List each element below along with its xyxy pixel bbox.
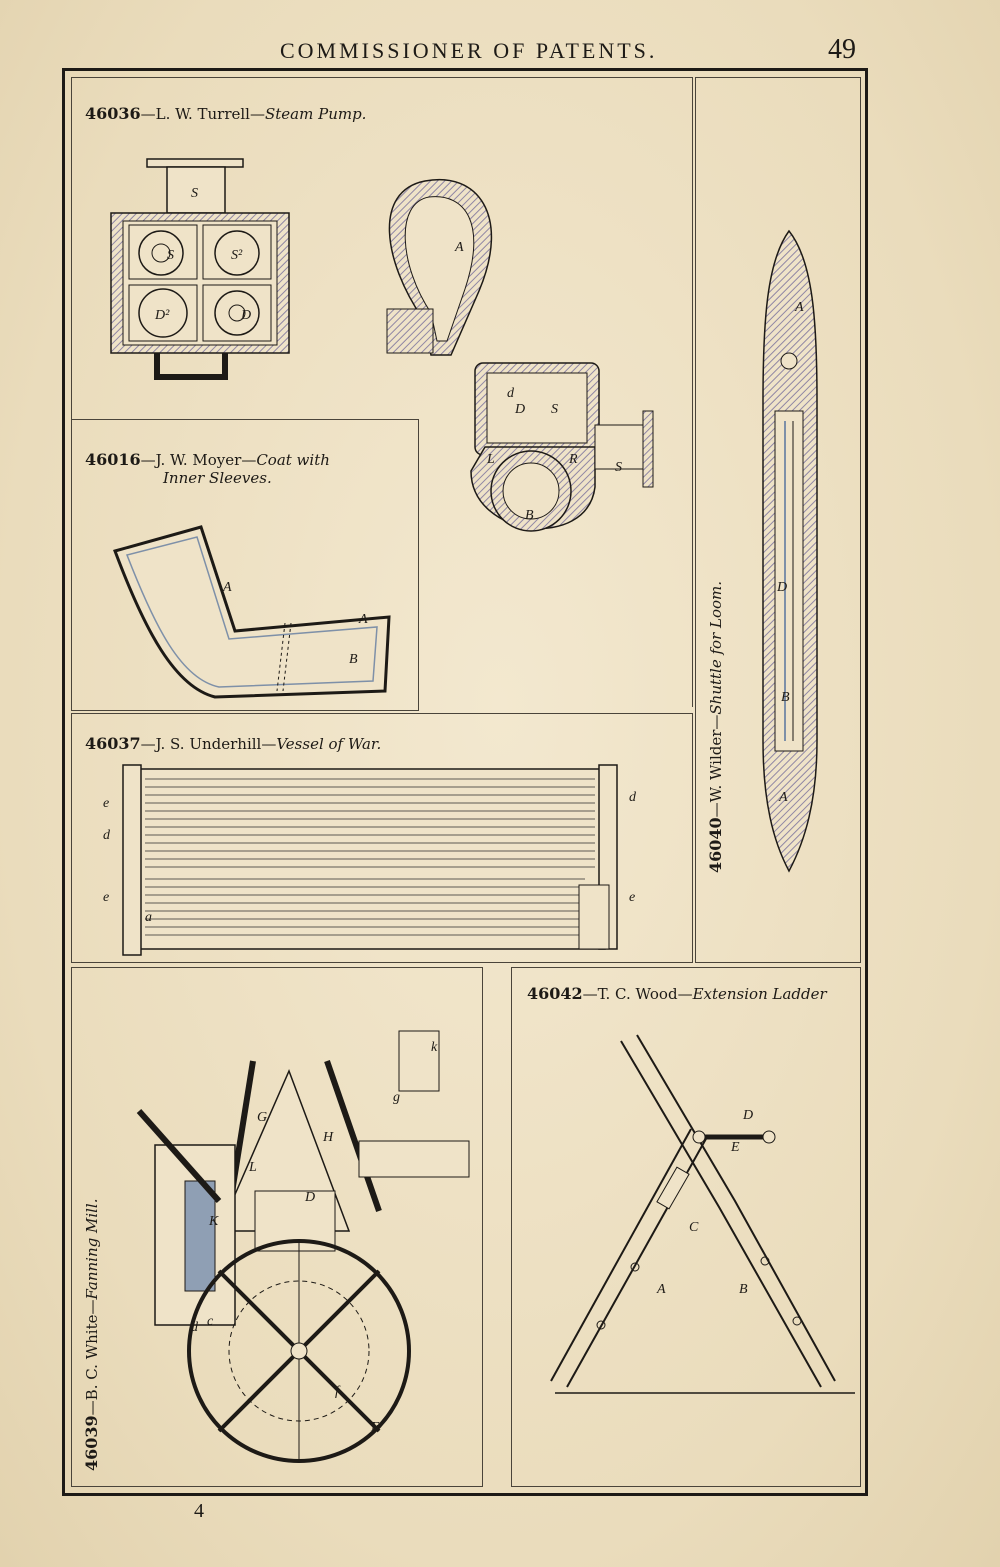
svg-text:A: A	[222, 580, 232, 595]
svg-text:S: S	[551, 402, 558, 417]
invention-title: Fanning Mill.	[83, 1198, 101, 1300]
svg-text:C: C	[689, 1220, 699, 1235]
inventor: W. Wilder	[707, 729, 725, 803]
panel-ladder	[511, 967, 861, 1487]
svg-text:B: B	[781, 690, 790, 705]
patent-plate: 46036—L. W. Turrell—Steam Pump. 46016—J.…	[62, 68, 868, 1496]
steam-pump-drawing: S S S² D² D A d D S L R S B	[110, 158, 654, 532]
invention-title: Steam Pump.	[264, 105, 367, 123]
svg-text:A: A	[778, 790, 788, 805]
svg-text:A: A	[794, 300, 804, 315]
svg-text:D²: D²	[154, 308, 170, 323]
svg-text:B: B	[349, 652, 358, 667]
svg-text:E: E	[730, 1140, 740, 1155]
panel-steam-pump	[71, 77, 693, 707]
svg-text:A: A	[656, 1282, 666, 1297]
svg-text:D: D	[304, 1190, 315, 1205]
panel-coat	[71, 419, 419, 711]
svg-text:D: D	[776, 580, 787, 595]
inventor: T. C. Wood	[597, 985, 678, 1003]
svg-text:A: A	[358, 612, 368, 627]
invention-title: Coat with	[256, 451, 330, 469]
svg-text:f: f	[335, 1384, 341, 1399]
svg-text:S: S	[167, 248, 174, 263]
svg-text:D: D	[514, 402, 525, 417]
patent-number: 46036	[85, 104, 141, 123]
inventor: B. C. White	[83, 1314, 101, 1401]
svg-text:d: d	[191, 1320, 199, 1335]
svg-text:g: g	[393, 1090, 400, 1105]
inventor: J. S. Underhill	[155, 735, 262, 753]
running-title: COMMISSIONER OF PATENTS.	[280, 38, 658, 63]
caption-coat: 46016—J. W. Moyer—Coat with Inner Sleeve…	[85, 450, 330, 488]
svg-text:S²: S²	[231, 248, 243, 263]
inventor: L. W. Turrell	[155, 105, 250, 123]
svg-text:H: H	[322, 1130, 334, 1145]
invention-title-line2: Inner Sleeves.	[163, 469, 272, 487]
caption-fanning-mill: 46039—B. C. White—Fanning Mill.	[82, 1198, 101, 1471]
caption-vessel: 46037—J. S. Underhill—Vessel of War.	[85, 734, 382, 754]
shuttle-drawing: A D B A	[762, 229, 818, 873]
patent-number: 46040	[706, 817, 725, 873]
coat-drawing: A A B	[113, 525, 391, 699]
svg-text:R: R	[568, 452, 578, 467]
svg-text:e: e	[103, 796, 109, 811]
svg-text:D: D	[240, 308, 251, 323]
fanning-mill-drawing: k g L G H D K d c f E	[136, 1030, 470, 1463]
patent-number: 46039	[82, 1415, 101, 1471]
svg-text:L: L	[248, 1160, 257, 1175]
svg-text:c: c	[207, 1314, 214, 1329]
label-S: S	[191, 186, 198, 201]
ladder-drawing: D E C A B	[550, 1034, 855, 1394]
panel-fanning-mill	[71, 967, 483, 1487]
vessel-drawing: e d e a d e	[103, 764, 637, 956]
svg-text:E: E	[370, 1420, 380, 1435]
svg-text:B: B	[739, 1282, 748, 1297]
svg-text:G: G	[257, 1110, 267, 1125]
patent-number: 46037	[85, 734, 141, 753]
invention-title: Extension Ladder	[692, 985, 827, 1003]
signature-mark: 4	[194, 1500, 204, 1522]
svg-text:e: e	[629, 890, 635, 905]
svg-text:d: d	[103, 828, 111, 843]
svg-text:B: B	[525, 508, 534, 523]
panel-vessel	[71, 713, 693, 963]
svg-text:S: S	[615, 460, 622, 475]
svg-text:L: L	[486, 452, 495, 467]
svg-text:K: K	[208, 1214, 219, 1229]
svg-text:D: D	[742, 1108, 753, 1123]
page-number: 49	[828, 34, 856, 65]
patent-number: 46042	[527, 984, 583, 1003]
caption-shuttle: 46040—W. Wilder—Shuttle for Loom.	[706, 580, 725, 873]
inventor: J. W. Moyer	[155, 451, 242, 469]
svg-text:d: d	[507, 386, 515, 401]
svg-text:k: k	[431, 1040, 438, 1055]
invention-title: Vessel of War.	[276, 735, 382, 753]
svg-text:a: a	[145, 910, 152, 925]
caption-ladder: 46042—T. C. Wood—Extension Ladder	[527, 984, 827, 1004]
caption-steam-pump: 46036—L. W. Turrell—Steam Pump.	[85, 104, 367, 124]
svg-text:A: A	[454, 240, 464, 255]
panel-shuttle	[695, 77, 861, 963]
patent-number: 46016	[85, 450, 141, 469]
svg-text:e: e	[103, 890, 109, 905]
invention-title: Shuttle for Loom.	[707, 580, 725, 715]
svg-text:d: d	[629, 790, 637, 805]
